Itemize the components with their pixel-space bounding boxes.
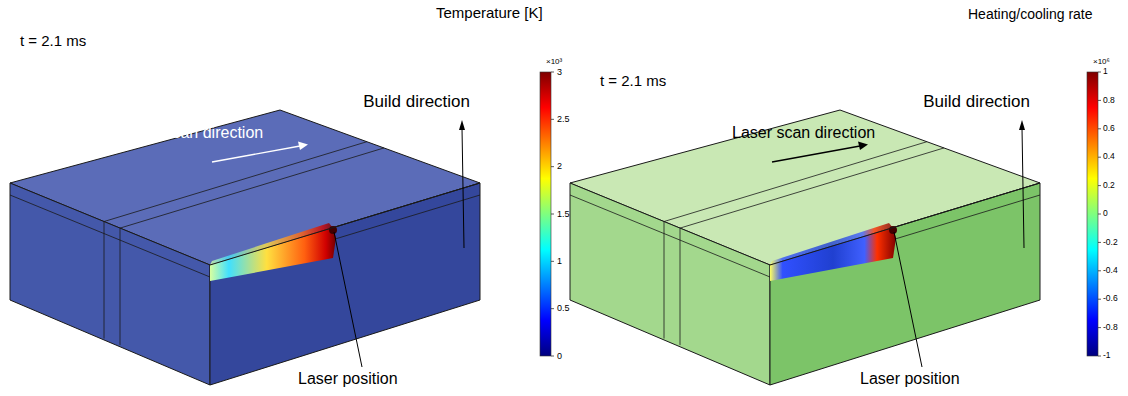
tick-label: 0.5 <box>557 303 570 313</box>
axis-title: Heating/cooling rate <box>968 6 1093 22</box>
direction-label: Build direction <box>363 92 470 112</box>
colorbar <box>540 72 554 356</box>
tick-label: 2.5 <box>557 114 570 124</box>
scan-arrow <box>772 146 860 162</box>
tick-label: -0.8 <box>1103 323 1118 333</box>
tick-label: 1.5 <box>557 209 570 219</box>
tick-label: 0.8 <box>1103 96 1115 106</box>
tick-label: 0.4 <box>1103 152 1115 162</box>
colorbar <box>1087 72 1101 356</box>
time-label: t = 2.1 ms <box>20 32 86 49</box>
tick-label: 3 <box>557 67 562 77</box>
scale-factor: ×10³ <box>546 57 562 66</box>
direction-label: Laser scan direction <box>120 124 263 142</box>
build-arrow <box>462 128 464 248</box>
specimen-block <box>10 110 480 385</box>
tick-label: -0.2 <box>1103 238 1118 248</box>
build-arrow <box>1022 128 1024 248</box>
callout-label: Laser position <box>298 370 398 388</box>
tick-label: 1 <box>1103 67 1108 77</box>
specimen-block <box>570 110 1040 385</box>
tick-label: 2 <box>557 161 562 171</box>
leader-line <box>894 232 922 367</box>
leader-line <box>334 232 362 367</box>
tick-label: -0.4 <box>1103 266 1118 276</box>
tick-label: 0 <box>557 351 562 361</box>
melt-track <box>770 228 896 281</box>
scale-factor: ×10⁶ <box>1093 57 1110 66</box>
melt-track <box>210 228 336 281</box>
direction-label: Build direction <box>923 92 1030 112</box>
tick-label: 0.6 <box>1103 124 1115 134</box>
callout-label: Laser position <box>860 370 960 388</box>
tick-label: 1 <box>557 256 562 266</box>
tick-label: -0.6 <box>1103 294 1118 304</box>
time-label: t = 2.1 ms <box>600 72 666 89</box>
tick-label: -1 <box>1103 351 1111 361</box>
scan-arrow <box>212 146 300 162</box>
direction-label: Laser scan direction <box>732 124 875 142</box>
tick-label: 0 <box>1103 209 1108 219</box>
axis-title: Temperature [K] <box>436 4 543 21</box>
tick-label: 0.2 <box>1103 181 1115 191</box>
